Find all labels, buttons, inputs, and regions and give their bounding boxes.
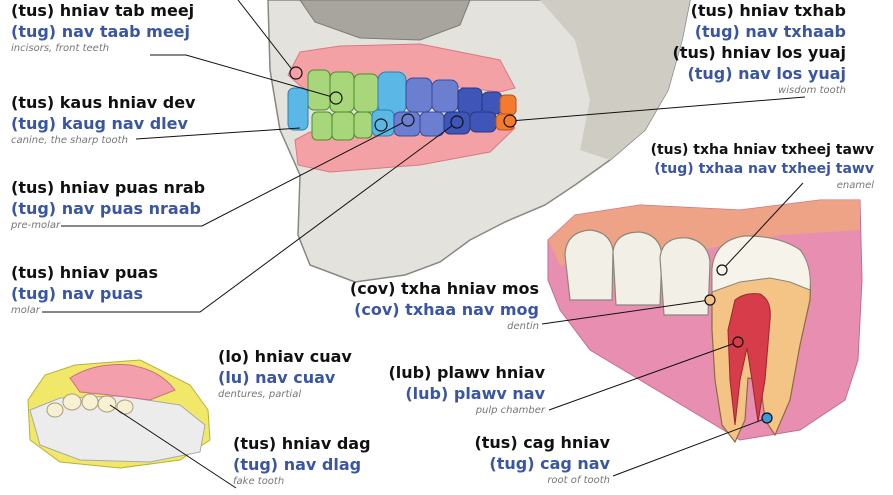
wisdom-tooth-shape <box>499 94 517 116</box>
dot-premolar <box>401 113 415 127</box>
fake-tooth-label: (tus) hniav dag (tug) nav dlag fake toot… <box>233 433 371 488</box>
fake-tooth-english: fake tooth <box>233 476 285 487</box>
wisdom-tooth-hmong-white: (tus) hniav los yuaj <box>672 43 847 62</box>
back-tooth-hmong-white: (tus) hniav txhab <box>690 1 846 20</box>
leader-premolar <box>61 119 409 227</box>
incisor-label: (tus) hniav tab meej (tug) nav taab meej… <box>11 0 194 55</box>
dentin-label: (cov) txha hniav mos (cov) txhaa nav mog… <box>350 278 539 333</box>
leader-dentin <box>541 299 711 325</box>
leader-lines <box>42 0 806 489</box>
pulp-label: (lub) plawv hniav (lub) plawv nav pulp c… <box>388 362 545 417</box>
denture-hmong-white: (lo) hniav cuav <box>218 347 352 366</box>
denture-pink-gum <box>69 364 176 401</box>
leader-enamel <box>721 182 804 271</box>
enamel-hmong-green: (tug) txhaa nav txheej tawv <box>654 161 874 177</box>
back-tooth-label: (tus) hniav txhab (tug) nav txhaab <box>691 0 846 42</box>
pulp-chamber-shape <box>727 293 771 426</box>
molar-english: molar <box>11 305 40 316</box>
dentin-hmong-green: (cov) txhaa nav mog <box>354 300 539 319</box>
wisdom-tooth-english: wisdom tooth <box>778 85 846 96</box>
root-hmong-green: (tug) cag nav <box>489 454 610 473</box>
eye-socket <box>299 0 471 41</box>
denture-hmong-green: (lu) nav cuav <box>218 368 336 387</box>
dot-molar <box>450 115 464 129</box>
pulp-hmong-green: (lub) plawv nav <box>405 384 545 403</box>
wisdom-tooth-hmong-green: (tug) nav los yuaj <box>687 64 846 83</box>
dot-canine <box>374 118 388 132</box>
incisor-hmong-green: (tug) nav taab meej <box>11 22 190 41</box>
dot-incisor-top <box>289 66 303 80</box>
dentin-hmong-white: (cov) txha hniav mos <box>349 279 539 298</box>
pulp-hmong-white: (lub) plawv hniav <box>388 363 545 382</box>
dot-dentin <box>704 294 716 306</box>
denture-label: (lo) hniav cuav (lu) nav cuav dentures, … <box>218 346 352 401</box>
premolar-hmong-white: (tus) hniav puas nrab <box>11 178 206 197</box>
dot-root <box>761 412 773 424</box>
molar-label: (tus) hniav puas (tug) nav puas molar <box>11 262 158 317</box>
leader-dots <box>289 66 773 424</box>
leader-root <box>612 417 768 477</box>
leader-incisor-top <box>237 0 295 73</box>
enamel-layer <box>711 235 811 293</box>
fake-tooth-hmong-white: (tus) hniav dag <box>233 434 371 453</box>
enamel-hmong-white: (tus) txha hniav txheej tawv <box>650 142 874 158</box>
leader-canine <box>135 127 301 140</box>
root-label: (tus) cag hniav (tug) cag nav root of to… <box>474 432 610 487</box>
leader-pulp <box>548 341 739 411</box>
dot-pulp <box>732 336 744 348</box>
fake-tooth-hmong-green: (tug) nav dlag <box>233 455 362 474</box>
denture-english: dentures, partial <box>218 389 302 400</box>
neighbor-teeth <box>564 229 711 316</box>
denture-teeth <box>46 393 134 418</box>
pulp-english: pulp chamber <box>475 405 545 416</box>
dot-incisor <box>329 91 343 105</box>
wisdom-tooth-label: (tus) hniav los yuaj (tug) nav los yuaj … <box>673 42 847 97</box>
premolars-shape <box>393 77 459 137</box>
enamel-label: (tus) txha hniav txheej tawv (tug) txhaa… <box>651 141 874 192</box>
canine-hmong-green: (tug) kaug nav dlev <box>11 114 188 133</box>
molar-hmong-white: (tus) hniav puas <box>11 263 158 282</box>
leader-wisdom <box>509 96 806 122</box>
premolar-hmong-green: (tug) nav puas nraab <box>11 199 201 218</box>
dentin-english: dentin <box>507 321 539 332</box>
leader-molar <box>42 121 458 313</box>
leader-fake <box>109 404 237 489</box>
root-english: root of tooth <box>547 475 610 486</box>
incisors-shape <box>307 69 379 141</box>
dot-enamel <box>716 264 728 276</box>
canine-upper-shape <box>287 87 309 131</box>
incisor-english: incisors, front teeth <box>11 43 110 54</box>
canine-label: (tus) kaus hniav dev (tug) kaug nav dlev… <box>11 92 195 147</box>
skull-shadow <box>540 0 690 160</box>
incisor-hmong-white: (tus) hniav tab meej <box>11 1 195 20</box>
canine-english: canine, the sharp tooth <box>11 135 128 146</box>
back-tooth-hmong-green: (tug) nav txhaab <box>694 22 846 41</box>
canine-shape <box>377 71 407 115</box>
enamel-english: enamel <box>836 180 874 191</box>
leader-incisor <box>150 54 337 99</box>
premolar-english: pre-molar <box>11 220 61 231</box>
root-hmong-white: (tus) cag hniav <box>474 433 610 452</box>
molar-hmong-green: (tug) nav puas <box>11 284 144 303</box>
premolar-label: (tus) hniav puas nrab (tug) nav puas nra… <box>11 177 205 232</box>
dot-wisdom <box>503 114 517 128</box>
canine-hmong-white: (tus) kaus hniav dev <box>11 93 196 112</box>
